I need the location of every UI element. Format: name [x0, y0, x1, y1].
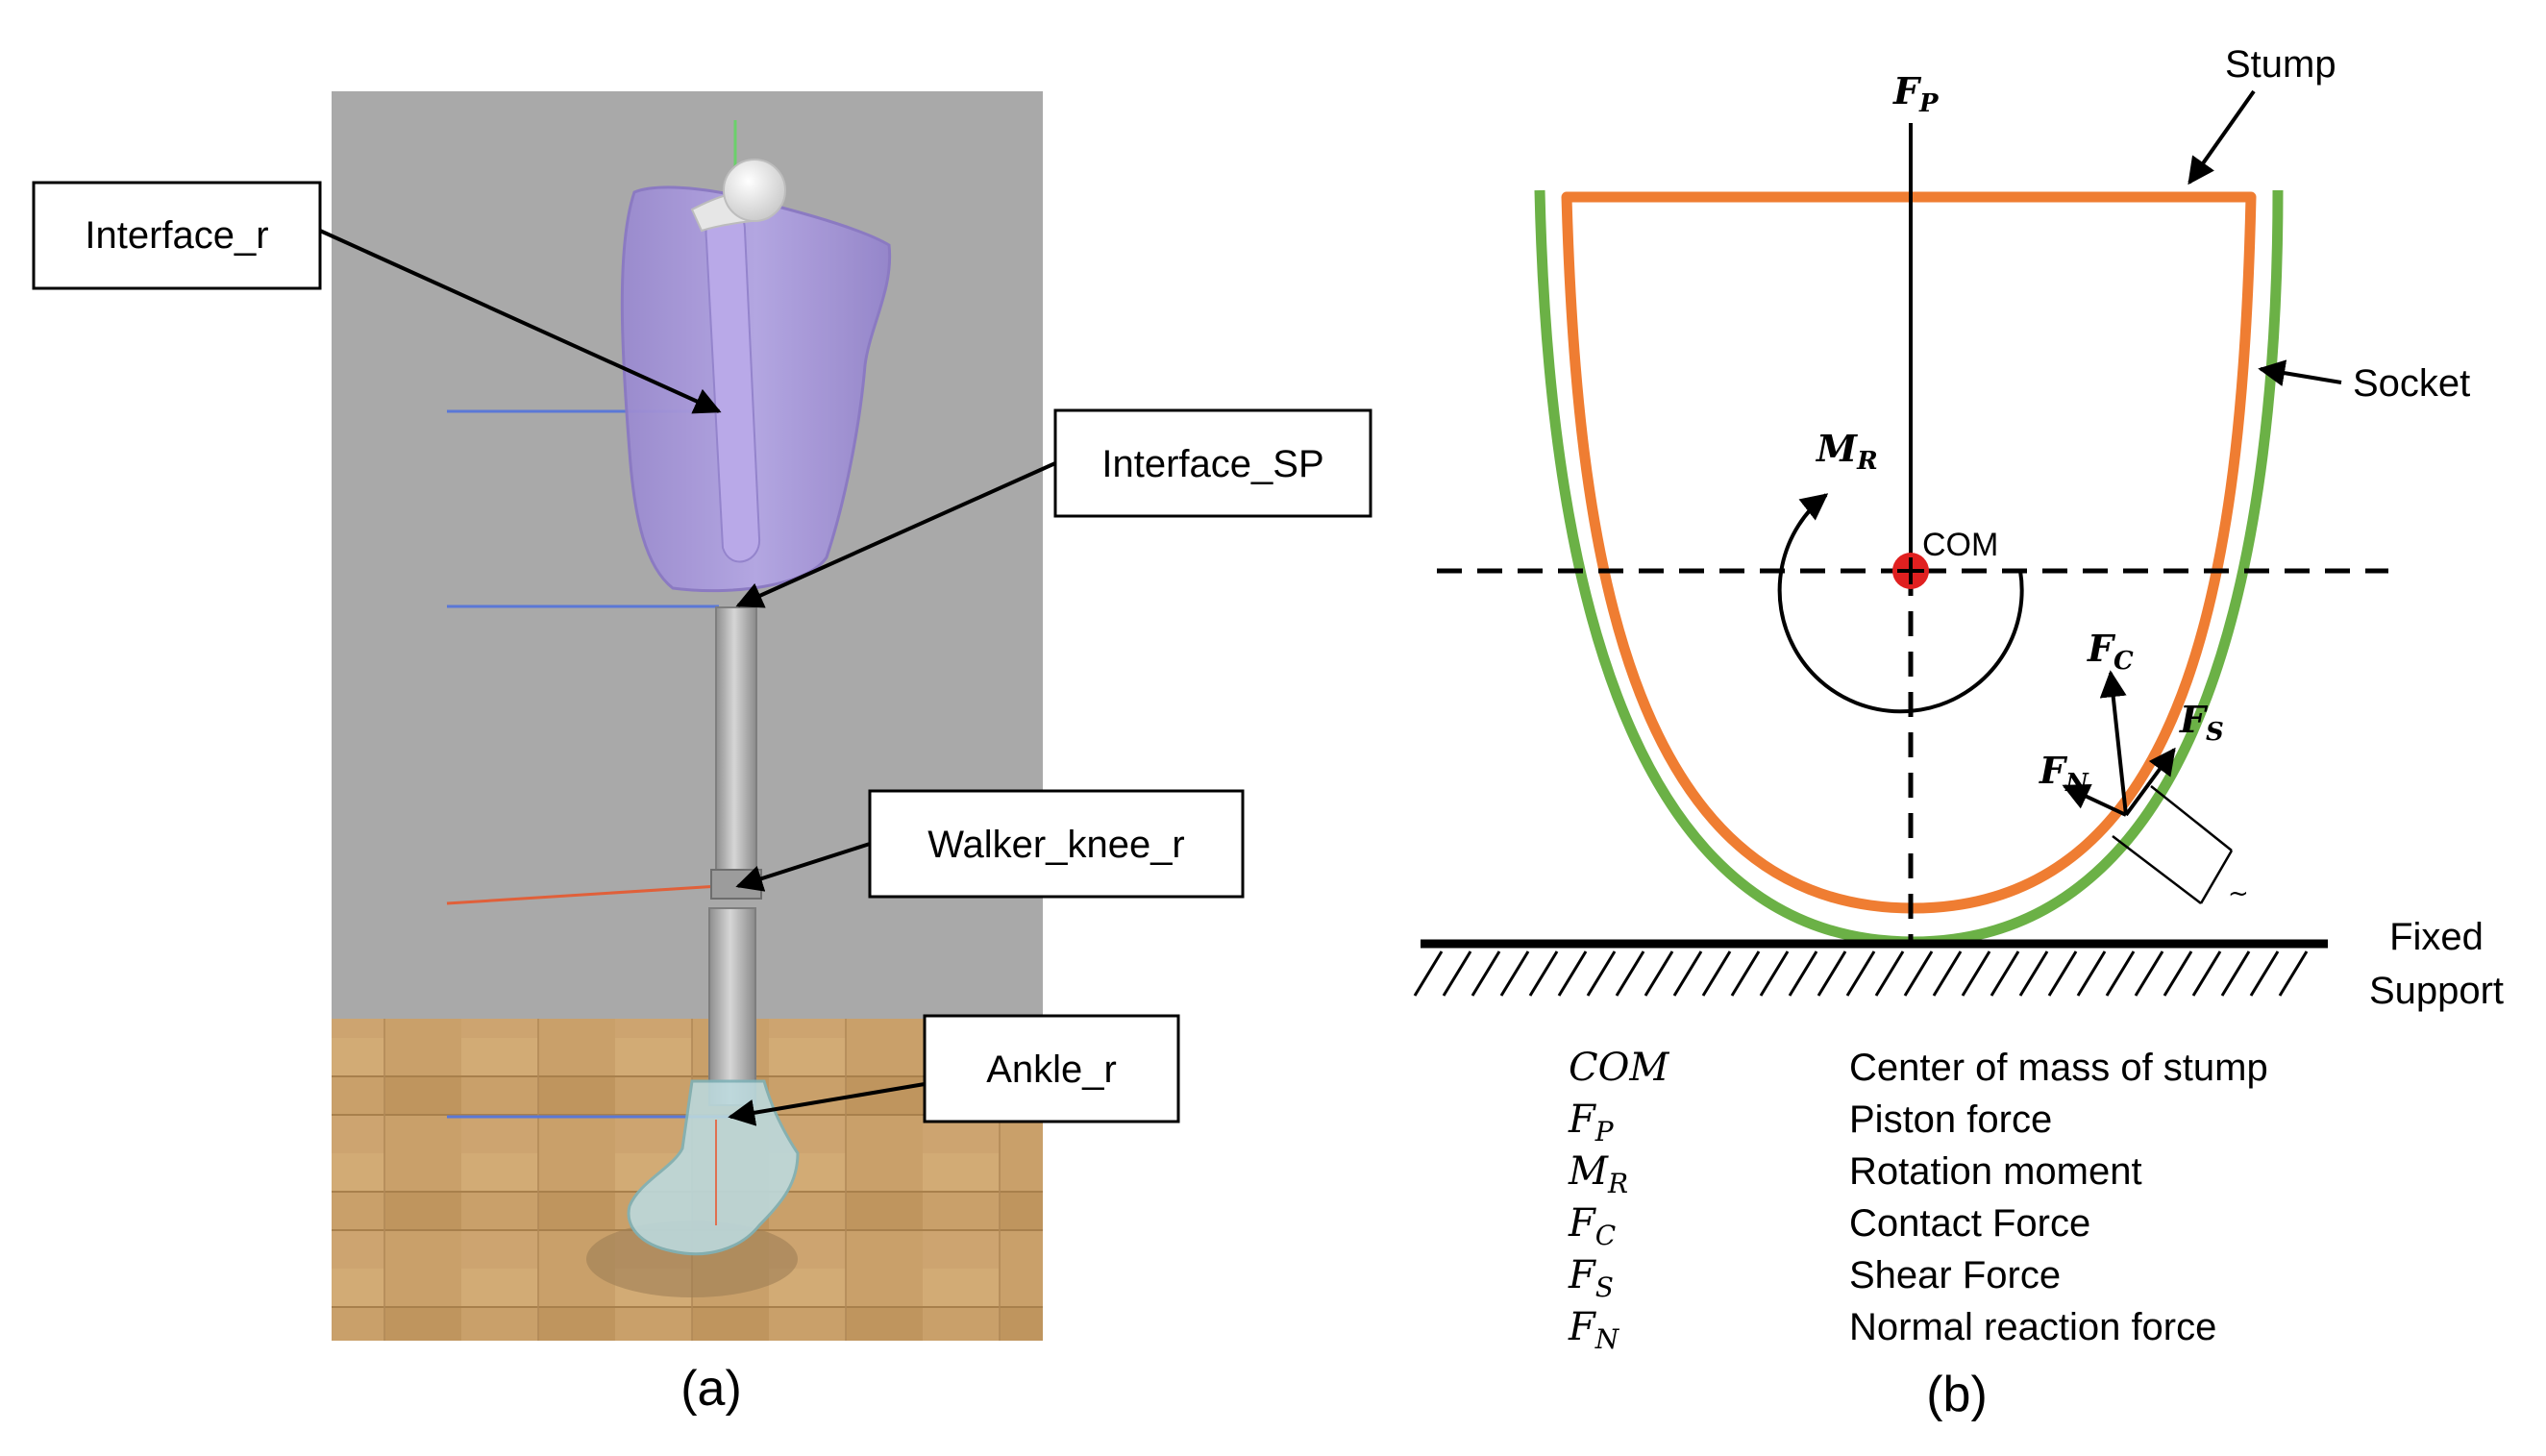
hatch-line — [1961, 950, 1991, 997]
leader-interface-sp — [735, 461, 1056, 608]
hatch-line — [2249, 950, 2280, 997]
leader-interface-r — [319, 229, 722, 414]
hatch-line — [1788, 950, 1818, 997]
hatch-line — [2134, 950, 2164, 997]
legend-symbol: FC — [1568, 1201, 1616, 1251]
callout-ankle-r-label: Ankle_r — [986, 1049, 1117, 1091]
panel-b-caption: (b) — [1926, 1367, 1988, 1422]
fixed-support-label-line1: Fixed — [2389, 916, 2484, 958]
callout-walker-knee-r: Walker_knee_r — [868, 789, 1245, 899]
hatch-line — [1557, 950, 1588, 997]
hatch-line — [2076, 950, 2107, 997]
fc-label: FC — [2087, 627, 2134, 676]
callout-interface-r: Interface_r — [32, 181, 322, 290]
hatch-line — [1528, 950, 1559, 997]
legend-symbol: MR — [1568, 1149, 1628, 1199]
callout-interface-r-label: Interface_r — [85, 214, 268, 257]
gap-dimension-glyph: ~ — [2228, 879, 2249, 908]
hatch-line — [1615, 950, 1645, 997]
legend-symbol: FN — [1568, 1305, 1620, 1355]
callout-walker-knee-r-label: Walker_knee_r — [927, 824, 1185, 866]
legend-description: Shear Force — [1849, 1254, 2061, 1296]
callout-interface-sp-label: Interface_SP — [1101, 443, 1323, 485]
panel-a: Interface_r Interface_SP Walker_knee_r A… — [32, 91, 1372, 1417]
fixed-support-label-line2: Support — [2369, 970, 2504, 1012]
legend-description: Contact Force — [1849, 1202, 2090, 1245]
fn-label: FN — [2039, 749, 2089, 798]
femoral-head — [723, 159, 786, 222]
com-label: COM — [1922, 527, 1998, 563]
fn-arrow — [2062, 784, 2127, 817]
hatch-line — [1759, 950, 1790, 997]
socket-shell — [620, 185, 892, 593]
legend-symbol: FP — [1568, 1098, 1615, 1148]
hatch-line — [2047, 950, 2078, 997]
hatch-line — [2105, 950, 2136, 997]
legend-symbol: COM — [1569, 1046, 1669, 1090]
hatch-line — [1730, 950, 1761, 997]
hatch-line — [1701, 950, 1732, 997]
fs-arrow — [2124, 747, 2176, 817]
legend-symbol: FS — [1568, 1253, 1614, 1303]
legend-description: Normal reaction force — [1849, 1306, 2216, 1348]
hatch-line — [2191, 950, 2222, 997]
gap-dimension-bracket — [2112, 785, 2234, 904]
leader-walker-knee-r — [735, 842, 871, 892]
hatch-line — [2220, 950, 2251, 997]
hatch-line — [1471, 950, 1501, 997]
ground-hatching — [1413, 950, 2309, 997]
hatch-line — [1499, 950, 1530, 997]
stump-label: Stump — [2225, 43, 2336, 86]
legend-description: Piston force — [1849, 1098, 2052, 1141]
hatch-line — [2163, 950, 2193, 997]
stump-leader — [2188, 89, 2256, 185]
legend-description: Rotation moment — [1849, 1150, 2142, 1193]
hatch-line — [1442, 950, 1472, 997]
socket-label: Socket — [2353, 362, 2470, 405]
hatch-line — [1845, 950, 1876, 997]
hatch-line — [2278, 950, 2309, 997]
hatch-line — [1903, 950, 1934, 997]
fp-label: FP — [1892, 69, 1940, 118]
fs-label: FS — [2179, 698, 2224, 747]
lower-pylon — [708, 907, 756, 1106]
leader-ankle-r — [728, 1082, 926, 1126]
hatch-line — [1413, 950, 1444, 997]
callout-ankle-r: Ankle_r — [923, 1014, 1180, 1123]
axis-line-knee — [446, 884, 720, 905]
rotation-moment-arc — [1777, 493, 2024, 714]
hatch-line — [1672, 950, 1703, 997]
hatch-line — [1932, 950, 1963, 997]
mr-label: MR — [1815, 427, 1878, 476]
callout-interface-sp: Interface_SP — [1053, 408, 1372, 518]
panel-a-caption: (a) — [680, 1361, 742, 1417]
socket-leader — [2258, 359, 2342, 386]
hatch-line — [1990, 950, 2020, 997]
upper-pylon — [715, 606, 757, 873]
knee-joint — [710, 869, 762, 900]
hatch-line — [1644, 950, 1674, 997]
panel-b: FP MR COM FC FS FN ~ Stump Socket Fixed … — [1413, 43, 2504, 1422]
fc-arrow — [2099, 670, 2128, 816]
hatch-line — [1586, 950, 1617, 997]
hatch-line — [1874, 950, 1905, 997]
hatch-line — [1817, 950, 1847, 997]
legend-description: Center of mass of stump — [1849, 1047, 2268, 1089]
hatch-line — [2018, 950, 2049, 997]
